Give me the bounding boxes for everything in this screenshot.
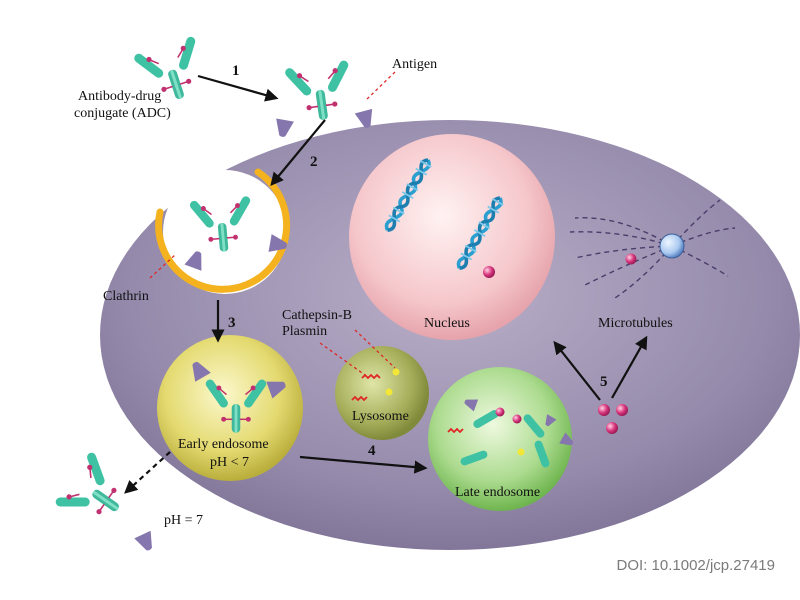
label-early-ph: pH < 7 xyxy=(210,455,249,470)
label-cathepsin: Cathepsin-B xyxy=(282,308,352,323)
adc-recycled xyxy=(50,447,158,554)
step-4: 4 xyxy=(368,443,376,459)
step-2: 2 xyxy=(310,154,318,170)
step-1: 1 xyxy=(232,63,240,79)
label-nucleus: Nucleus xyxy=(424,316,470,331)
label-antigen: Antigen xyxy=(392,57,437,72)
label-adc-line2: conjugate (ADC) xyxy=(74,106,171,121)
label-ph-outside: pH = 7 xyxy=(164,513,203,528)
step-3: 3 xyxy=(228,315,236,331)
lysosome xyxy=(335,346,429,440)
early-endosome xyxy=(157,335,303,481)
arrow-step-1 xyxy=(197,74,279,102)
adc-bound xyxy=(273,57,377,139)
label-adc-line1: Antibody-drug xyxy=(78,89,161,104)
clathrin-pit xyxy=(155,168,291,294)
arrow-step-5b xyxy=(611,335,648,399)
nucleus xyxy=(349,134,555,340)
late-endosome xyxy=(428,367,576,511)
mtoc xyxy=(659,233,685,259)
payload-on-microtubule xyxy=(625,253,637,265)
arrow-step-2 xyxy=(270,119,326,187)
label-early-endosome: Early endosome xyxy=(178,437,269,452)
label-microtubules: Microtubules xyxy=(598,316,673,331)
step-5: 5 xyxy=(600,374,608,390)
arrow-recycle xyxy=(124,451,171,494)
label-lysosome: Lysosome xyxy=(352,409,409,424)
label-plasmin: Plasmin xyxy=(282,324,327,339)
released-payloads xyxy=(598,404,628,434)
arrow-step-5a xyxy=(553,340,601,401)
doi-label: DOI: 10.1002/jcp.27419 xyxy=(617,557,775,574)
pointer-lines xyxy=(149,71,396,376)
label-clathrin: Clathrin xyxy=(103,289,149,304)
arrow-step-4 xyxy=(299,455,428,474)
label-late-endosome: Late endosome xyxy=(455,485,540,500)
